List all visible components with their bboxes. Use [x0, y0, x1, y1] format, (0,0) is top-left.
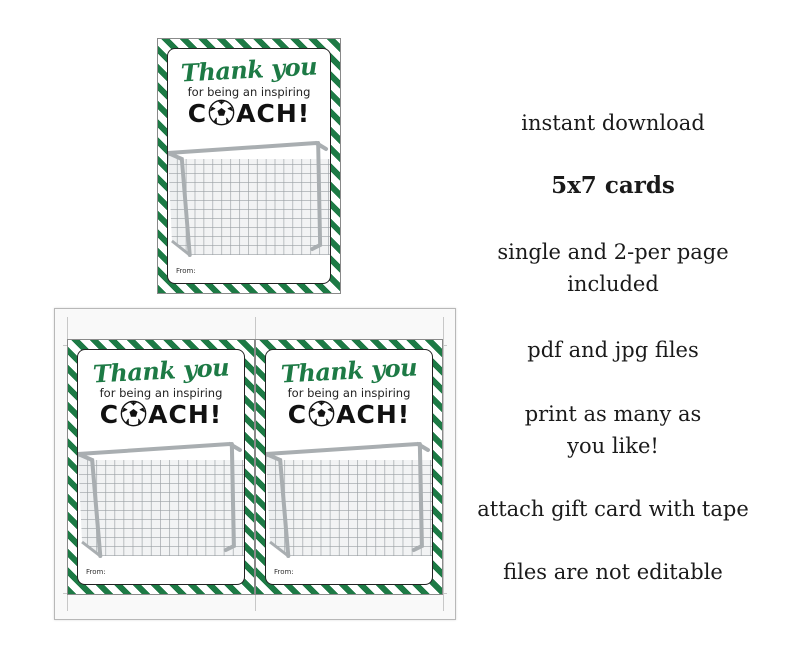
card-coach-heading: C ACH!	[78, 400, 244, 429]
card-coach-heading: C ACH!	[168, 99, 330, 128]
card-face: Thank you for being an inspiring C ACH!	[77, 349, 245, 585]
card-subline-text: for being an inspiring	[99, 386, 223, 400]
card-from-label: From:	[274, 568, 294, 576]
feature-list: instant download 5x7 cards single and 2-…	[466, 0, 760, 662]
soccer-ball-icon	[308, 400, 335, 427]
coach-letter-c: C	[187, 99, 208, 128]
feature-card-size: 5x7 cards	[551, 172, 675, 199]
card-subline-text: for being an inspiring	[287, 386, 411, 400]
feature-not-editable: files are not editable	[503, 560, 723, 584]
soccer-ball-icon	[120, 400, 147, 427]
soccer-goal-icon	[266, 442, 432, 558]
feature-attach-gift-card: attach gift card with tape	[477, 497, 749, 521]
feature-print-line2: you like!	[567, 434, 659, 458]
card-coach-heading: C ACH!	[266, 400, 432, 429]
feature-instant-download: instant download	[521, 111, 705, 135]
coach-letter-c: C	[287, 400, 308, 429]
coach-letters-rest: ACH!	[236, 99, 311, 128]
feature-print-line1: print as many as	[524, 402, 702, 426]
sheet-card-left: Thank you for being an inspiring C ACH!	[67, 339, 255, 595]
card-thank-you-text: Thank you	[180, 51, 318, 88]
feature-file-types: pdf and jpg files	[527, 338, 699, 362]
two-per-page-sheet-preview: Thank you for being an inspiring C ACH!	[54, 308, 456, 620]
coach-letters-rest: ACH!	[336, 400, 411, 429]
soccer-goal-icon	[168, 141, 330, 257]
soccer-goal-icon	[78, 442, 244, 558]
card-thank-you-text: Thank you	[280, 352, 418, 389]
feature-pages-line2: included	[567, 272, 659, 296]
card-subline-text: for being an inspiring	[187, 85, 311, 99]
card-from-label: From:	[176, 267, 196, 275]
coach-letter-c: C	[99, 400, 120, 429]
feature-pages-line1: single and 2-per page	[497, 240, 729, 264]
sheet-card-right: Thank you for being an inspiring C ACH!	[255, 339, 443, 595]
soccer-ball-icon	[208, 99, 235, 126]
cut-line	[443, 317, 444, 611]
card-face: Thank you for being an inspiring C ACH!	[265, 349, 433, 585]
card-face: Thank you for being an inspiring C ACH!	[167, 48, 331, 284]
card-from-label: From:	[86, 568, 106, 576]
single-card-preview: Thank you for being an inspiring C ACH!	[157, 38, 341, 294]
coach-letters-rest: ACH!	[148, 400, 223, 429]
card-thank-you-text: Thank you	[92, 352, 230, 389]
